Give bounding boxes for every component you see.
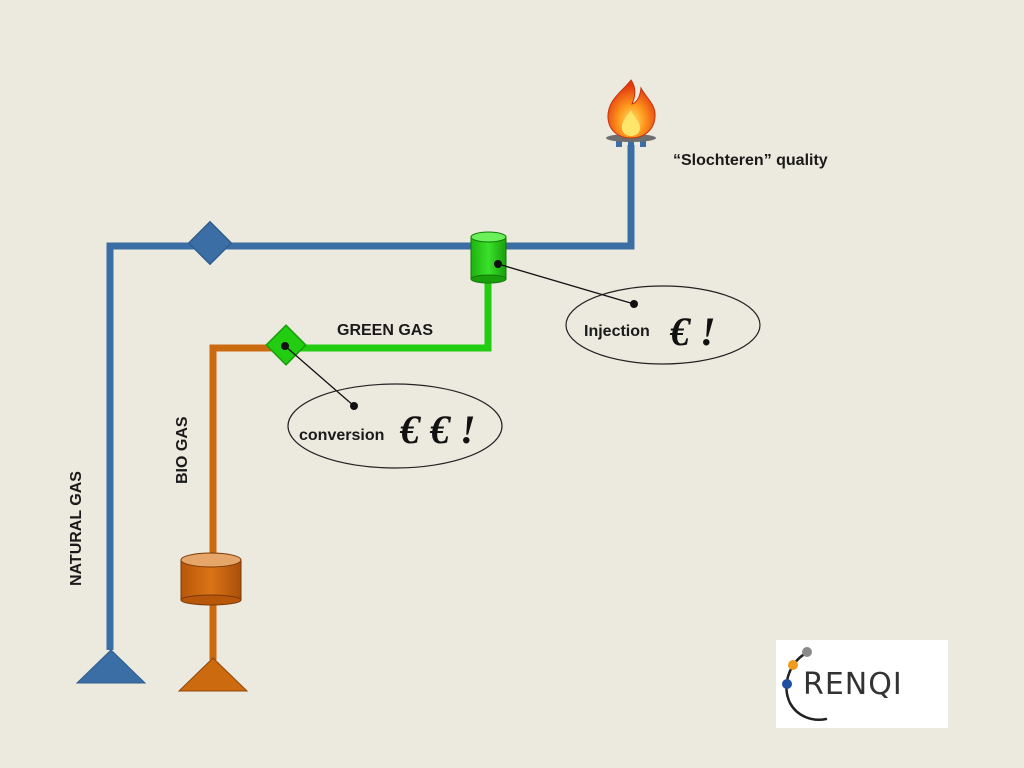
conversion-leader-line	[284, 345, 355, 407]
conversion-callout	[287, 383, 503, 469]
conversion-label: conversion	[299, 427, 384, 444]
natural-gas-source-icon	[75, 649, 147, 684]
bio-gas-pipe	[209, 344, 287, 660]
injection-tank-icon	[470, 231, 507, 284]
injection-leader-line	[497, 263, 635, 305]
logo-dot-gray	[802, 647, 812, 657]
green-gas-pipe	[287, 280, 492, 352]
injection-leader-end	[630, 300, 638, 308]
injection-label: Injection	[584, 323, 650, 340]
renqi-logo: RENQI	[776, 640, 948, 728]
injection-callout	[565, 285, 761, 365]
bio-gas-tank-icon	[180, 552, 242, 606]
logo-dot-blue	[782, 679, 792, 689]
quality-label: “Slochteren” quality	[673, 152, 828, 169]
bio-gas-label: BIO GAS	[174, 416, 191, 484]
conversion-cost: € € !	[399, 407, 476, 452]
natural-gas-pipe	[106, 145, 635, 650]
natural-gas-label: NATURAL GAS	[68, 471, 85, 586]
bio-gas-source-icon	[177, 657, 249, 692]
injection-cost: € !	[669, 309, 716, 354]
logo-text: RENQI	[803, 667, 903, 702]
injection-leader-dot	[494, 260, 502, 268]
conversion-leader-end	[350, 402, 358, 410]
green-gas-label: GREEN GAS	[337, 322, 433, 339]
logo-dot-orange	[788, 660, 798, 670]
flame-icon	[606, 79, 656, 147]
conversion-leader-dot	[281, 342, 289, 350]
natural-gas-valve-icon	[187, 220, 233, 266]
